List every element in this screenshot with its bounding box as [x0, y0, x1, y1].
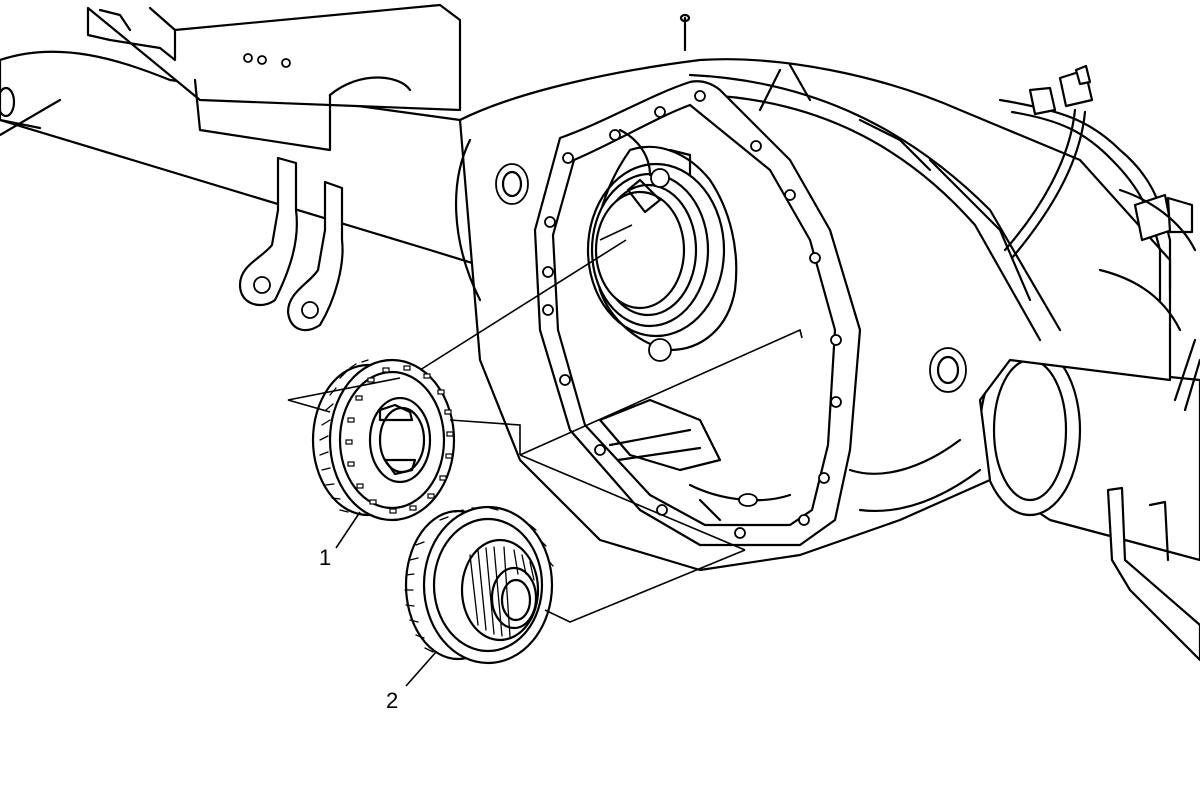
callout-2: 2 — [386, 651, 437, 713]
gear-part-2 — [404, 505, 554, 665]
projection-lines — [287, 224, 803, 623]
suspension-brackets — [238, 156, 344, 332]
callout-1: 1 — [319, 511, 361, 570]
callout-2-label: 2 — [386, 688, 398, 713]
wiring-harness — [679, 13, 1200, 412]
gear-part-1 — [311, 358, 456, 522]
bearing-bore — [586, 128, 792, 522]
callout-2-leader — [405, 651, 437, 687]
callout-1-label: 1 — [319, 545, 331, 570]
callout-1-leader — [335, 511, 361, 549]
right-axle-tube — [978, 343, 1200, 662]
